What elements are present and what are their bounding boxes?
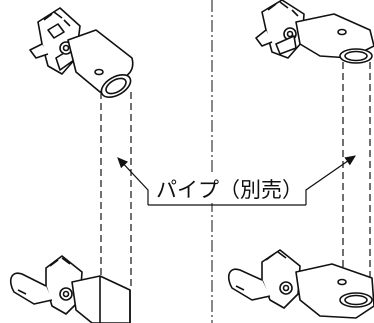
callout-leaders <box>117 155 356 206</box>
left-leader-arrow <box>117 157 149 205</box>
right-bottom-bracket <box>227 249 374 319</box>
right-pipe <box>342 62 371 298</box>
left-pipe <box>100 92 132 290</box>
callout-label-bg <box>151 175 303 203</box>
right-top-bracket <box>255 0 374 64</box>
left-assembly <box>9 7 134 323</box>
left-bottom-bracket <box>9 255 131 323</box>
left-top-bracket <box>29 7 134 98</box>
right-assembly <box>227 0 374 319</box>
right-leader-arrow <box>305 155 356 205</box>
callout-label: パイプ（別売） <box>156 178 303 202</box>
